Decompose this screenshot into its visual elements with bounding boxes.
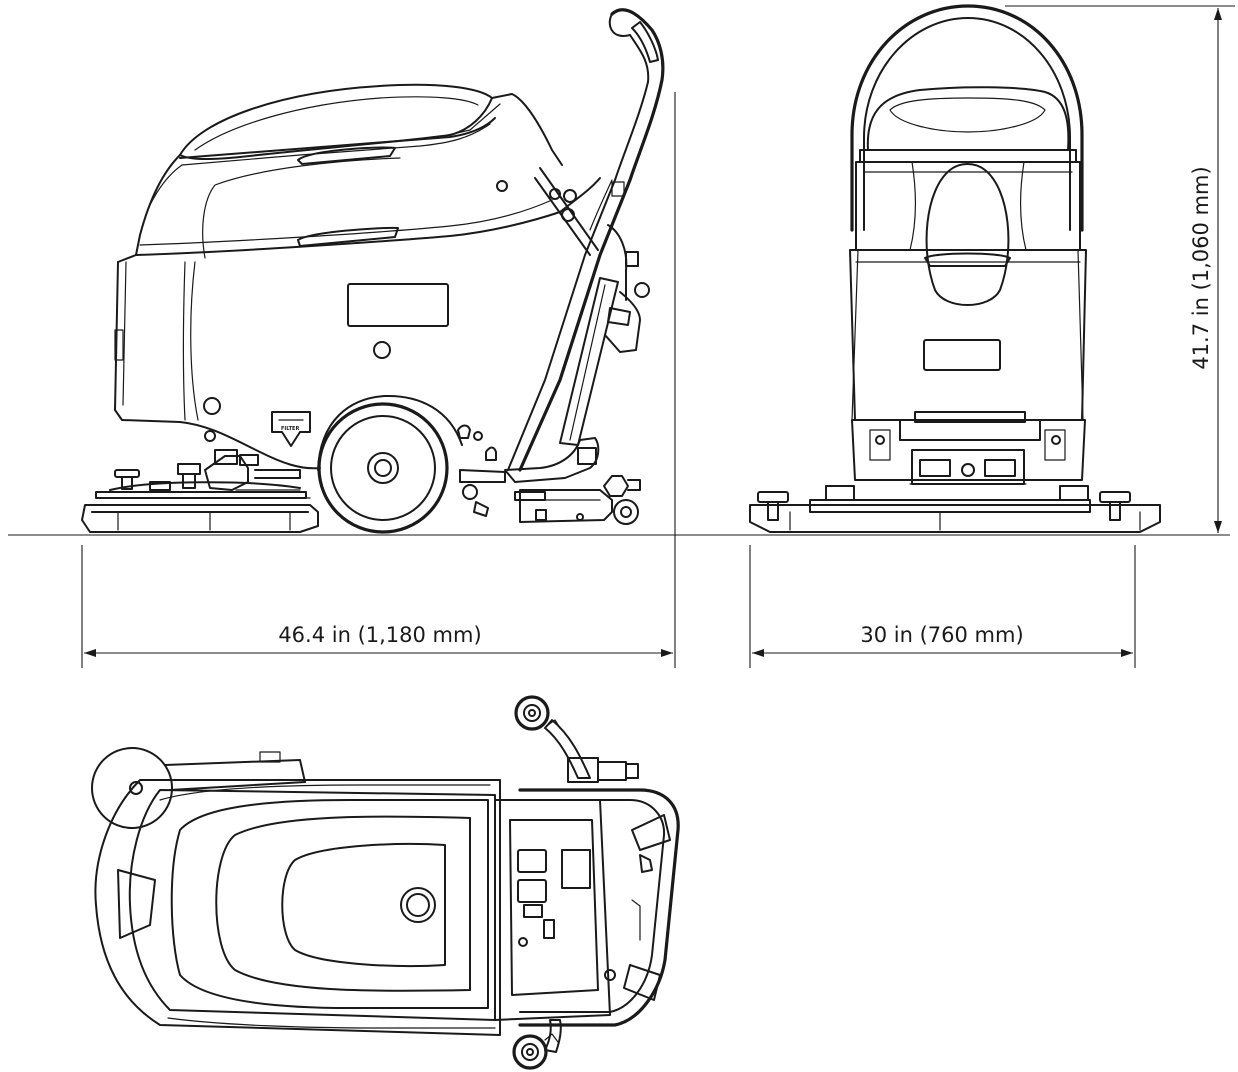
length-dimension: 46.4 in (1,180 mm) <box>81 92 676 668</box>
width-dimension: 30 in (760 mm) <box>749 545 1136 668</box>
top-view <box>91 695 680 1070</box>
height-dimension: 41.7 in (1,060 mm) <box>1005 5 1235 533</box>
front-view <box>749 4 1161 533</box>
length-dimension-label: 46.4 in (1,180 mm) <box>278 623 481 647</box>
width-dimension-label: 30 in (760 mm) <box>860 623 1023 647</box>
side-view: FILTER <box>81 8 665 534</box>
filter-decal-label: FILTER <box>281 426 299 432</box>
height-dimension-label: 41.7 in (1,060 mm) <box>1189 166 1213 369</box>
